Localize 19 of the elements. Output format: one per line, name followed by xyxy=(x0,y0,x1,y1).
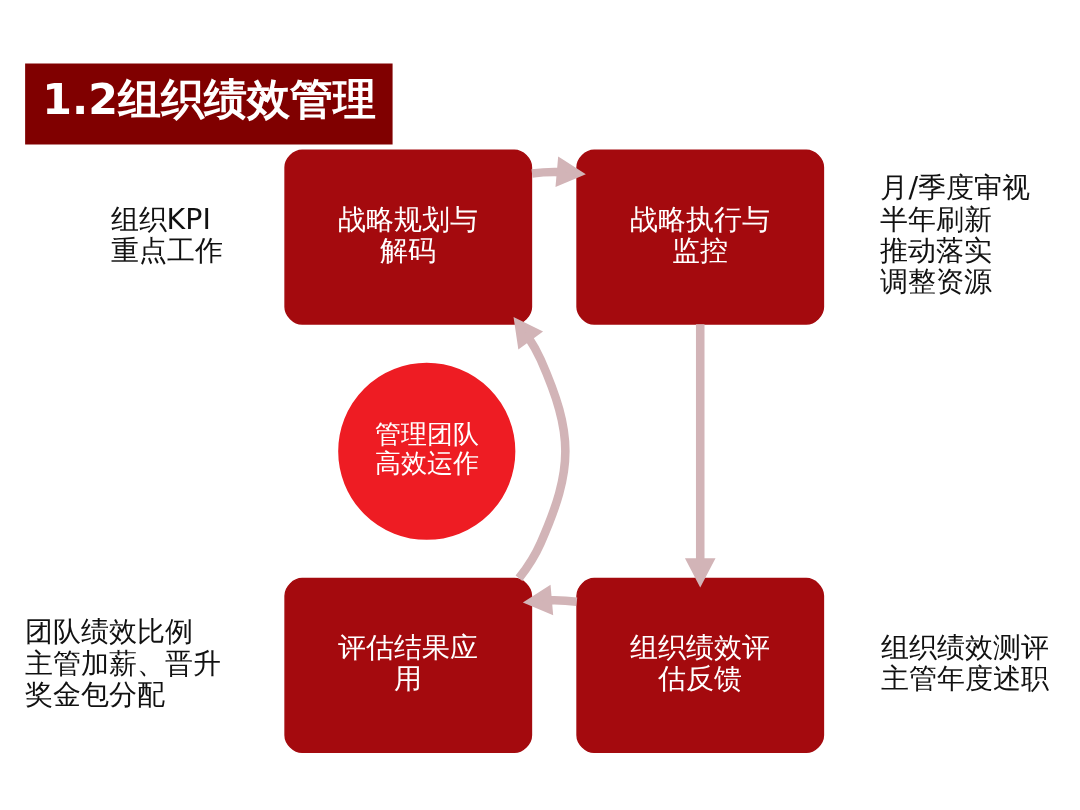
diagram-title: 1.2组织绩效管理 xyxy=(42,73,376,124)
node-label: 重点工作 xyxy=(110,233,223,267)
node-box: 战略执行与监控 xyxy=(576,149,825,325)
node-label: 月/季度审视 xyxy=(880,171,1030,205)
node-label: 组织绩效测评 xyxy=(881,630,1050,664)
arrow xyxy=(513,316,570,581)
node-label: 组织KPI xyxy=(110,202,211,236)
node-label: 推动落实 xyxy=(880,233,993,267)
node-label: 团队绩效比例 xyxy=(25,615,194,649)
node-label: 奖金包分配 xyxy=(25,677,166,711)
arrow xyxy=(684,324,716,588)
node-label: 半年刷新 xyxy=(880,202,993,236)
node-label: 主管年度述职 xyxy=(881,662,1050,696)
node-label: 主管加薪、晋升 xyxy=(25,646,222,680)
node-box: 组织绩效评估反馈 xyxy=(576,577,825,753)
node-label: 调整资源 xyxy=(880,265,993,299)
node-box: 战略规划与解码 xyxy=(284,149,533,325)
arrow xyxy=(522,584,578,616)
node-box: 评估结果应用 xyxy=(284,577,533,753)
